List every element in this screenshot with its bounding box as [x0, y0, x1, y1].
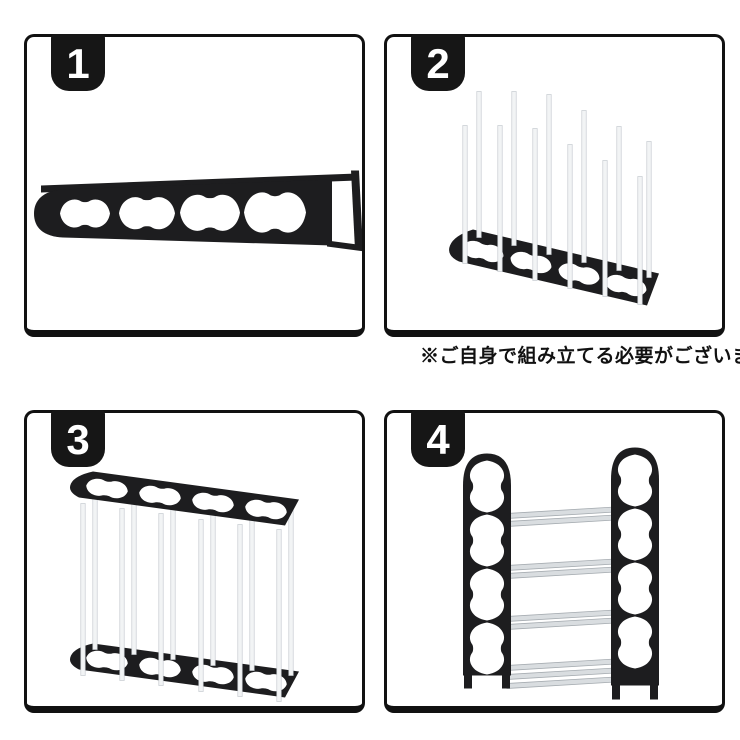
figure-step-4-assembled-rack: [463, 447, 659, 700]
base-frame: [449, 229, 659, 306]
step-number: 1: [66, 39, 90, 87]
assembly-note: ※ご自身で組み立てる必要がございます※: [420, 346, 740, 367]
vertical-poles: [462, 91, 652, 305]
step-badge-3: 3: [51, 410, 105, 467]
figure-step-3-frames-joined: [70, 471, 299, 702]
step-badge-4: 4: [411, 410, 465, 467]
bottom-frame: [70, 643, 299, 698]
figure-step-2-base-with-poles: [449, 91, 659, 306]
step-number: 2: [426, 39, 450, 87]
step-panel-3: 3: [24, 410, 365, 713]
left-side-frame: [463, 453, 511, 689]
step-number: 3: [66, 415, 90, 463]
top-frame: [70, 471, 299, 526]
step-panel-2: 2: [384, 34, 725, 337]
step-number: 4: [426, 415, 450, 463]
step-panel-4: 4: [384, 410, 725, 713]
right-side-frame: [611, 447, 659, 700]
step-panel-1: 1: [24, 34, 365, 337]
step-badge-2: 2: [411, 34, 465, 91]
figure-step-1-side-frame-flat: [34, 170, 362, 252]
vertical-poles: [80, 477, 294, 702]
step-badge-1: 1: [51, 34, 105, 91]
shelf-tubes: [506, 506, 624, 689]
